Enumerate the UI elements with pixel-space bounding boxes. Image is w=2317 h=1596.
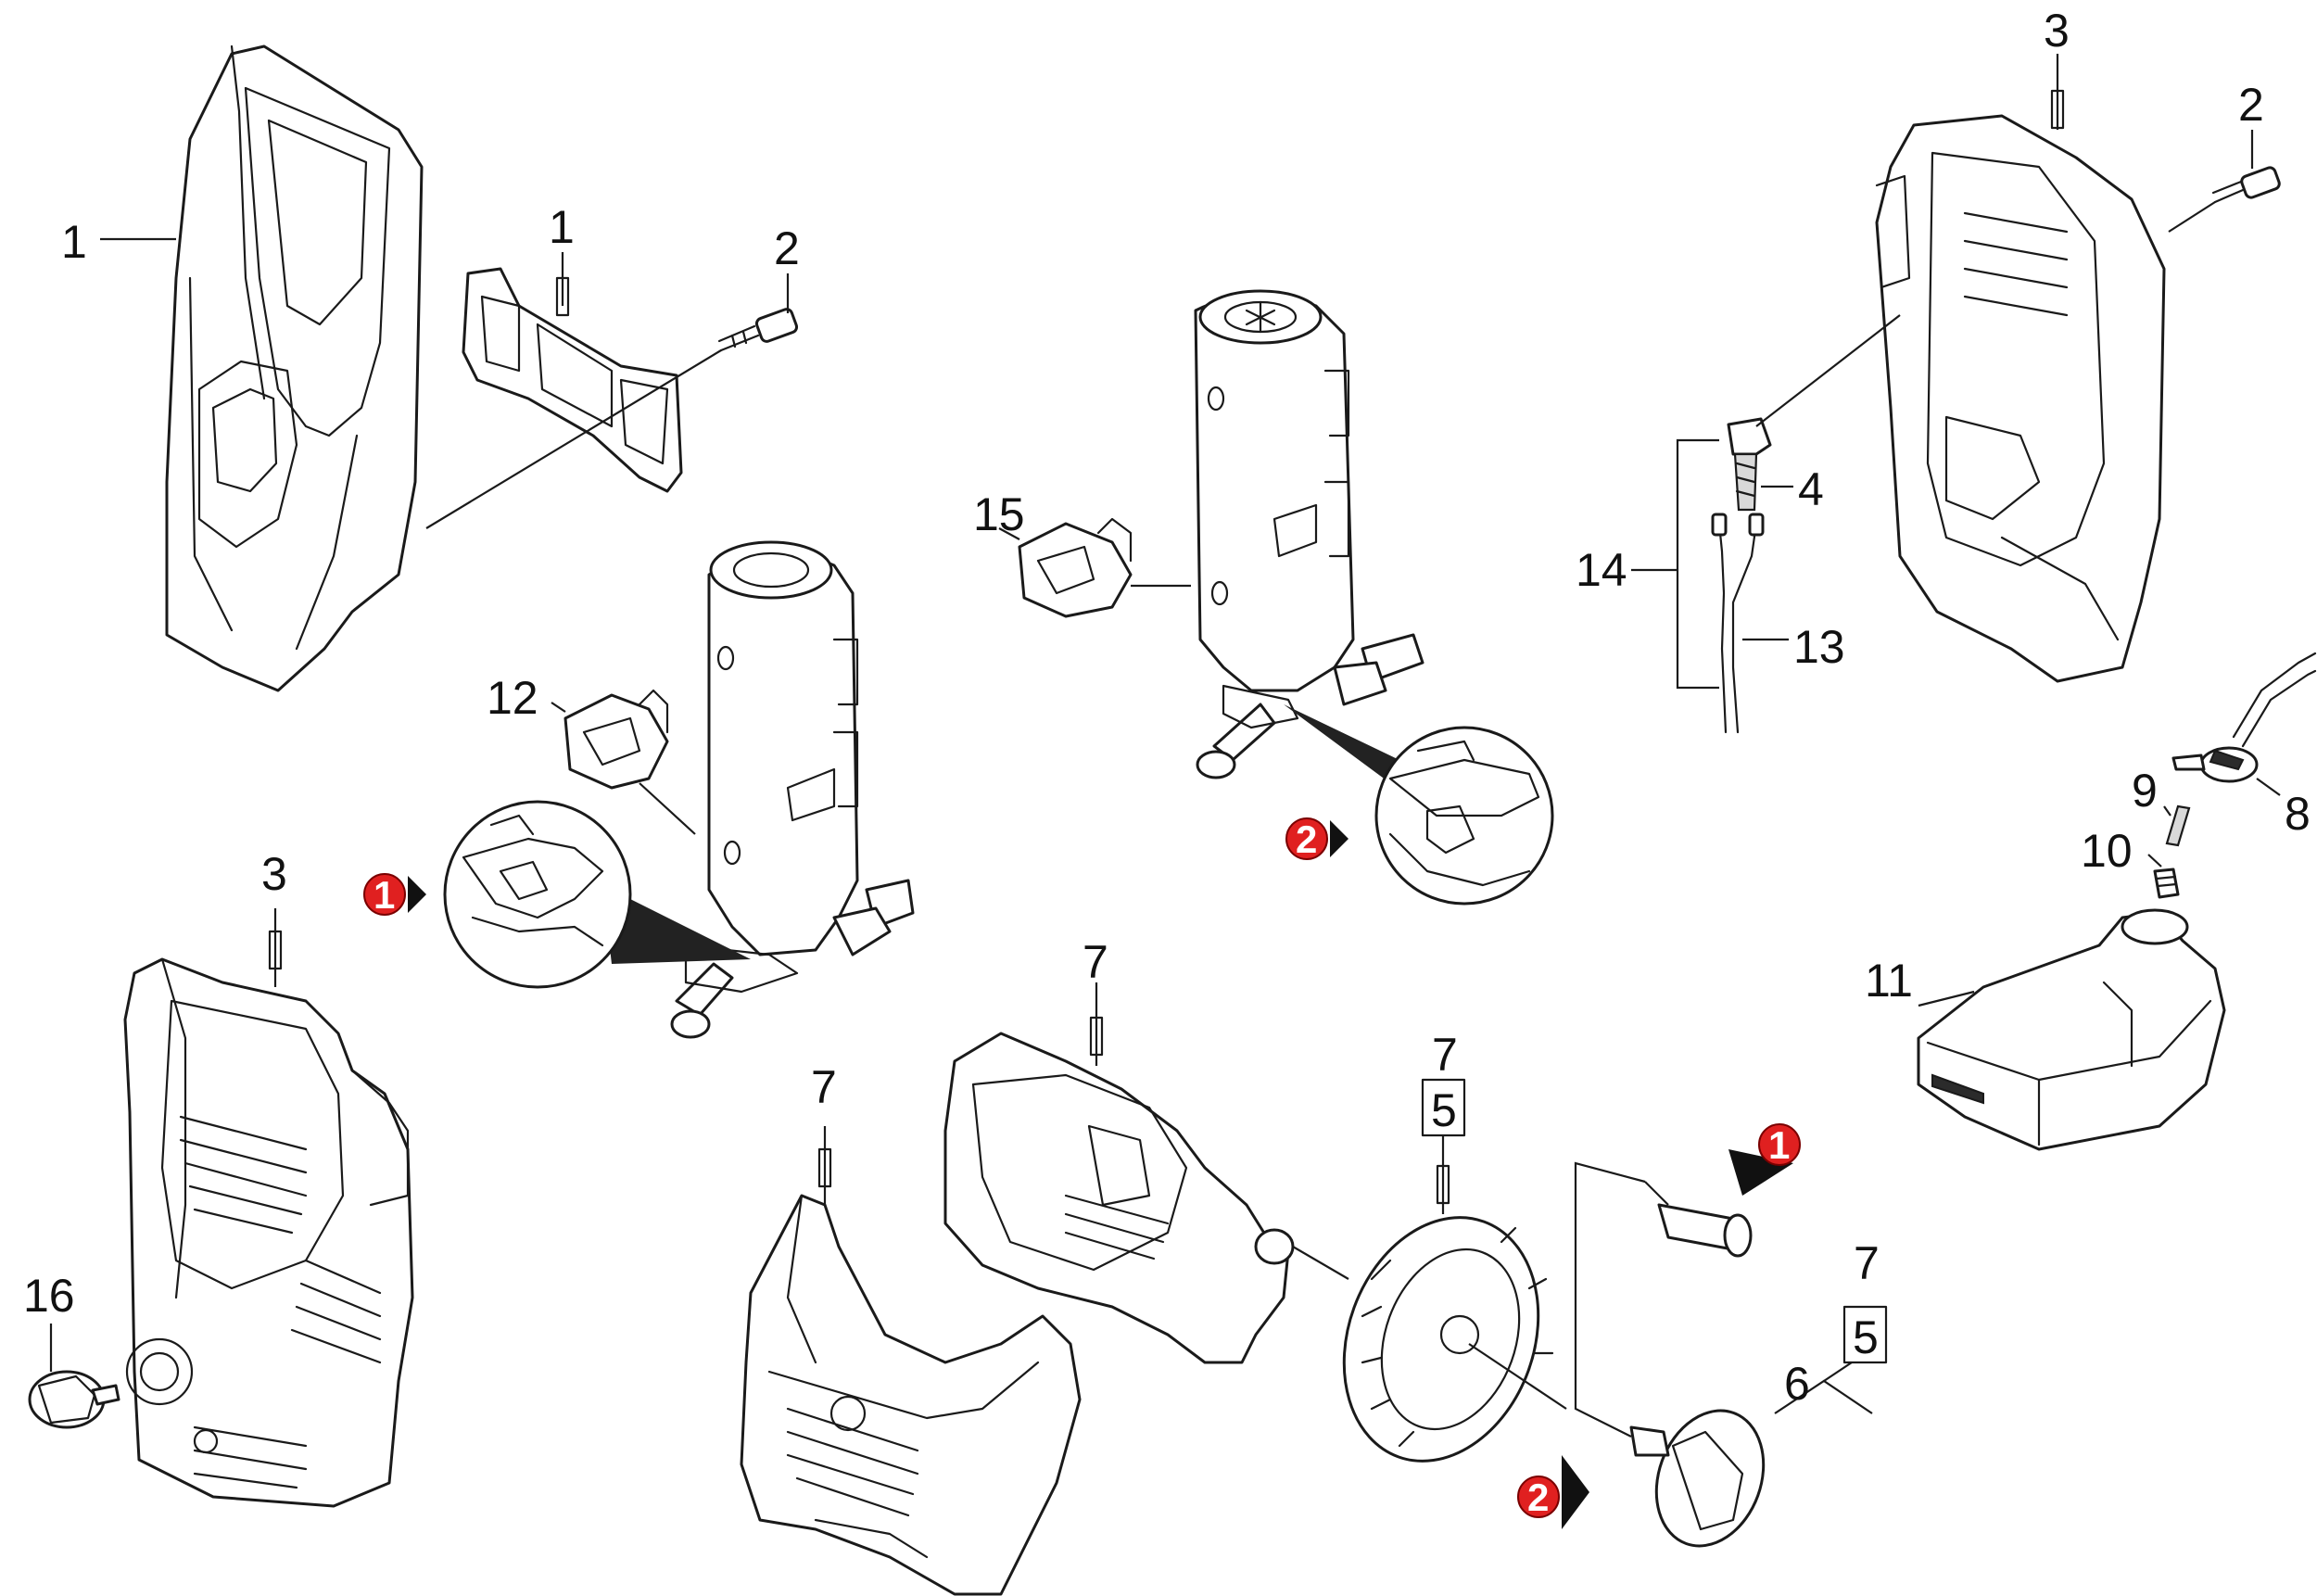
marker-number: 1	[1768, 1123, 1790, 1167]
callout-number: 5	[1431, 1084, 1457, 1136]
callout-number: 16	[23, 1270, 75, 1322]
callout-number: 8	[2285, 788, 2311, 840]
part-1-handle-bracket	[462, 267, 683, 493]
part-axle-pin	[1574, 1161, 1753, 1438]
callout-number: 7	[1083, 936, 1108, 988]
callout-7-a: 7	[811, 1061, 837, 1205]
part-6-hubcap: 6	[1629, 1358, 1873, 1548]
detail-view-2	[1284, 704, 1554, 906]
callout-7-d-5: 7 5	[1842, 1237, 1888, 1364]
callout-number: 14	[1576, 544, 1627, 596]
part-9-tube: 9	[2132, 765, 2191, 847]
marker-1-right: 1	[1728, 1123, 1801, 1196]
detail-view-1	[443, 800, 751, 989]
marker-number: 2	[1527, 1476, 1549, 1519]
marker-number: 2	[1296, 817, 1317, 861]
callout-number: 7	[1854, 1237, 1880, 1289]
callout-number: 1	[549, 201, 575, 253]
marker-1-left: 1	[363, 873, 426, 917]
part-11-detergent-tank: 11	[1865, 908, 2226, 1151]
part-4-cable-gland: 4	[1727, 314, 1901, 515]
callout-number: 1	[61, 216, 87, 268]
part-10-fitting: 10	[2081, 825, 2180, 899]
callout-3-right: 3	[2044, 5, 2070, 130]
callout-number: 15	[973, 488, 1025, 540]
pump-motor-unit-center	[1194, 289, 1424, 779]
callout-number: 7	[811, 1061, 837, 1113]
part-7-chassis-base	[943, 1032, 1349, 1364]
callout-number: 2	[2238, 79, 2264, 131]
marker-2-bottom: 2	[1517, 1455, 1589, 1529]
callout-number: 9	[2132, 765, 2158, 817]
marker-2-top: 2	[1285, 817, 1348, 861]
callout-7-b: 7	[1083, 936, 1108, 1066]
part-7-front-cover	[740, 1194, 1082, 1596]
callout-number: 3	[2044, 5, 2070, 57]
part-5-wheel	[1342, 1216, 1567, 1463]
part-1-housing-cover	[165, 44, 424, 692]
callout-number: 4	[1798, 463, 1824, 515]
pump-motor-unit-left	[670, 540, 915, 1039]
callout-number: 7	[1432, 1029, 1458, 1081]
part-12-switch: 12	[487, 672, 696, 835]
marker-number: 1	[374, 873, 395, 917]
part-14-kit-bracket: 14	[1576, 438, 1719, 690]
callout-number: 3	[261, 848, 287, 900]
callout-number: 5	[1853, 1311, 1879, 1363]
part-16-knob: 16	[23, 1270, 120, 1429]
callout-number: 13	[1793, 621, 1845, 673]
part-2-screw-left: 2	[425, 222, 800, 529]
callout-number: 12	[487, 672, 538, 724]
callout-number: 10	[2081, 825, 2133, 877]
part-3-front-housing	[123, 957, 414, 1508]
callout-1-bracket: 1	[549, 201, 575, 317]
callout-1-left: 1	[61, 216, 176, 268]
callout-number: 11	[1865, 955, 1913, 1007]
callout-number: 6	[1784, 1358, 1810, 1410]
part-2-screw-right: 2	[2168, 79, 2281, 233]
part-8-cap: 8	[2171, 652, 2317, 840]
part-13-power-cable: 13	[1711, 513, 1845, 734]
callout-3-left: 3	[261, 848, 287, 987]
callout-7-c-5: 7 5	[1421, 1029, 1466, 1214]
part-15-switch: 15	[973, 488, 1191, 618]
part-3-rear-frame	[1875, 114, 2166, 683]
callout-number: 2	[774, 222, 800, 274]
